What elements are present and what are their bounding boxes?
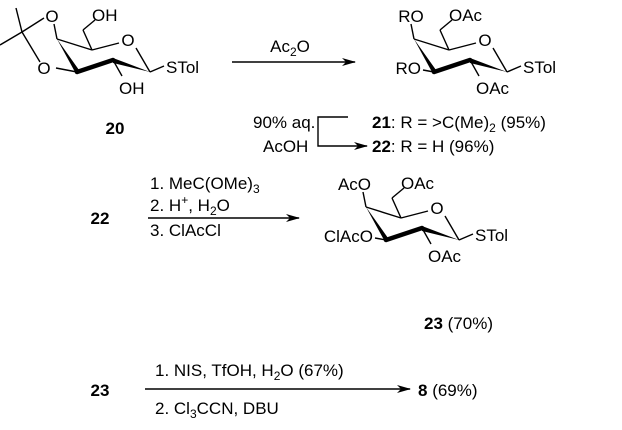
step2-reagent-line1: 90% aq. (253, 113, 315, 132)
o6-label: OH (92, 6, 118, 25)
o4-label: O (45, 7, 58, 26)
hooked-arrow (317, 116, 368, 150)
o3-label: ClAcO (324, 227, 373, 246)
ring-o-label: O (478, 31, 491, 50)
o3-label: RO (396, 59, 422, 78)
o2-label: OAc (476, 79, 510, 98)
compound-23-structure: AcO ClAcO OAc O STol OAc (324, 174, 508, 266)
step3-reagent-3: 3. ClAcCl (150, 221, 221, 240)
o4-label: RO (398, 7, 424, 26)
o2-label: OAc (428, 247, 462, 266)
anomeric-label: STol (475, 226, 508, 245)
ring-o-label: O (121, 31, 134, 50)
compound-20-structure: O O OH O STol OH (0, 6, 199, 98)
step3-reagent-1: 1. MeC(OMe)3 (150, 174, 260, 196)
o6-label: OAc (449, 6, 483, 25)
step4-start-compound: 23 (91, 381, 110, 400)
step3-reagent-2: 2. H+, H2O (150, 193, 230, 218)
o2-label: OH (119, 79, 145, 98)
ring-o-label: O (430, 199, 443, 218)
step1-reagent: Ac2O (270, 37, 310, 59)
product-22-line: 22: R = H (96%) (372, 137, 494, 156)
anomeric-label: STol (166, 58, 199, 77)
o6-label: OAc (401, 174, 435, 193)
o3-label: O (37, 59, 50, 78)
step2-reagent-line2: AcOH (263, 137, 308, 156)
step3-start-compound: 22 (91, 209, 110, 228)
compound-20-number: 20 (106, 119, 125, 138)
compound-21-structure: RO RO OAc O STol OAc (396, 6, 557, 98)
product-21-line: 21: R = >C(Me)2 (95%) (372, 113, 546, 135)
step4-product: 8 (69%) (418, 381, 478, 400)
step4-reagent-2: 2. Cl3CCN, DBU (155, 399, 279, 421)
compound-23-label: 23 (70%) (424, 314, 493, 333)
o4-label: AcO (338, 175, 371, 194)
step4-reagent-1: 1. NIS, TfOH, H2O (67%) (155, 361, 344, 383)
anomeric-label: STol (523, 58, 556, 77)
